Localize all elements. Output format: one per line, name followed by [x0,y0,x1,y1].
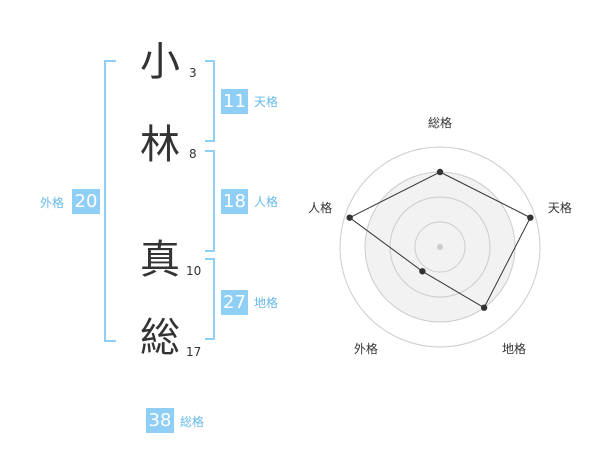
jinkaku-label: 人格 [254,195,279,209]
radar-ring [414,221,466,273]
name-char-2: 林 [140,122,180,168]
radar-point [346,214,353,221]
name-char-4: 総 [140,315,180,361]
name-char-1: 小 [140,39,180,85]
jinkaku-value: 18 [221,189,248,214]
radar-axis-label: 地格 [502,341,526,356]
gaikaku-value: 20 [72,189,100,214]
soukaku-label: 総格 [180,415,205,429]
tenkaku-label: 天格 [254,95,279,109]
stroke-count-1: 3 [189,66,197,80]
radar-axis-label: 天格 [548,200,572,215]
radar-axis-label: 総格 [428,115,452,130]
tenkaku-value: 11 [221,89,248,114]
radar-center-dot [437,244,443,250]
radar-point [419,268,426,275]
radar-point [480,304,488,311]
radar-ring [339,146,541,348]
tenkaku-bracket [205,60,215,142]
gaikaku-label: 外格 [40,196,65,210]
radar-series-polygon [348,171,532,309]
stroke-count-2: 8 [189,147,197,161]
soukaku-value: 38 [146,408,174,433]
chikaku-bracket [205,258,215,340]
gaikaku-bracket [104,60,116,342]
stroke-count-4: 17 [186,345,202,359]
radar-axis-label: 人格 [308,200,332,215]
radar-point [436,168,444,176]
stroke-count-3: 10 [186,264,202,278]
radar-point [527,214,534,221]
chikaku-label: 地格 [254,296,279,310]
name-char-3: 真 [140,237,180,283]
radar-axis-label: 外格 [354,341,378,356]
chikaku-value: 27 [221,290,248,315]
jinkaku-bracket [205,150,215,252]
